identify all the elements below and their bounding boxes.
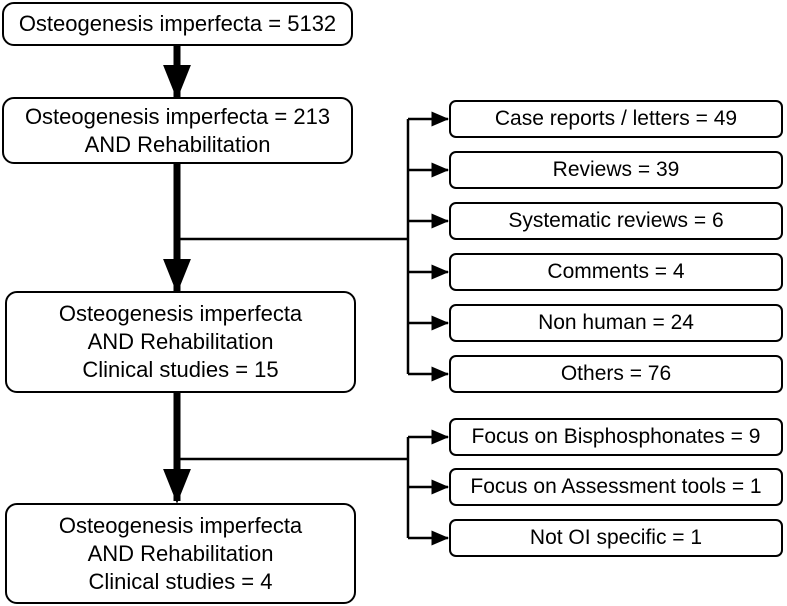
step3-box: Osteogenesis imperfecta AND Rehabilitati… xyxy=(5,291,356,393)
step3-line2: AND Rehabilitation xyxy=(87,329,274,354)
exclusion-non-human: Non human = 24 xyxy=(449,304,783,342)
step1-box: Osteogenesis imperfecta = 5132 xyxy=(2,2,353,46)
step2-box: Osteogenesis imperfecta = 213 AND Rehabi… xyxy=(2,97,353,164)
exclusion-case-reports: Case reports / letters = 49 xyxy=(449,100,783,138)
step2-line1: Osteogenesis imperfecta = 213 xyxy=(24,103,331,129)
exclusion-reviews: Reviews = 39 xyxy=(449,151,783,189)
step4-line3: Clinical studies = 4 xyxy=(88,568,273,594)
exclusion-comments: Comments = 4 xyxy=(449,253,783,291)
step4-box: Osteogenesis imperfecta AND Rehabilitati… xyxy=(5,503,356,604)
step3-line1: Osteogenesis imperfecta xyxy=(58,301,303,326)
exclusion-not-oi-specific: Not OI specific = 1 xyxy=(449,519,783,557)
exclusion-assessment-tools: Focus on Assessment tools = 1 xyxy=(449,468,783,506)
step4-line2: AND Rehabilitation xyxy=(87,540,274,566)
step2-line2: AND Rehabilitation xyxy=(84,131,271,157)
step3-line3: Clinical studies = 15 xyxy=(82,357,279,382)
step4-line1: Osteogenesis imperfecta xyxy=(58,512,303,538)
step1-line1: Osteogenesis imperfecta = 5132 xyxy=(18,11,337,36)
exclusion-systematic-reviews: Systematic reviews = 6 xyxy=(449,202,783,240)
exclusion-bisphosphonates: Focus on Bisphosphonates = 9 xyxy=(449,418,783,456)
exclusion-others: Others = 76 xyxy=(449,355,783,393)
